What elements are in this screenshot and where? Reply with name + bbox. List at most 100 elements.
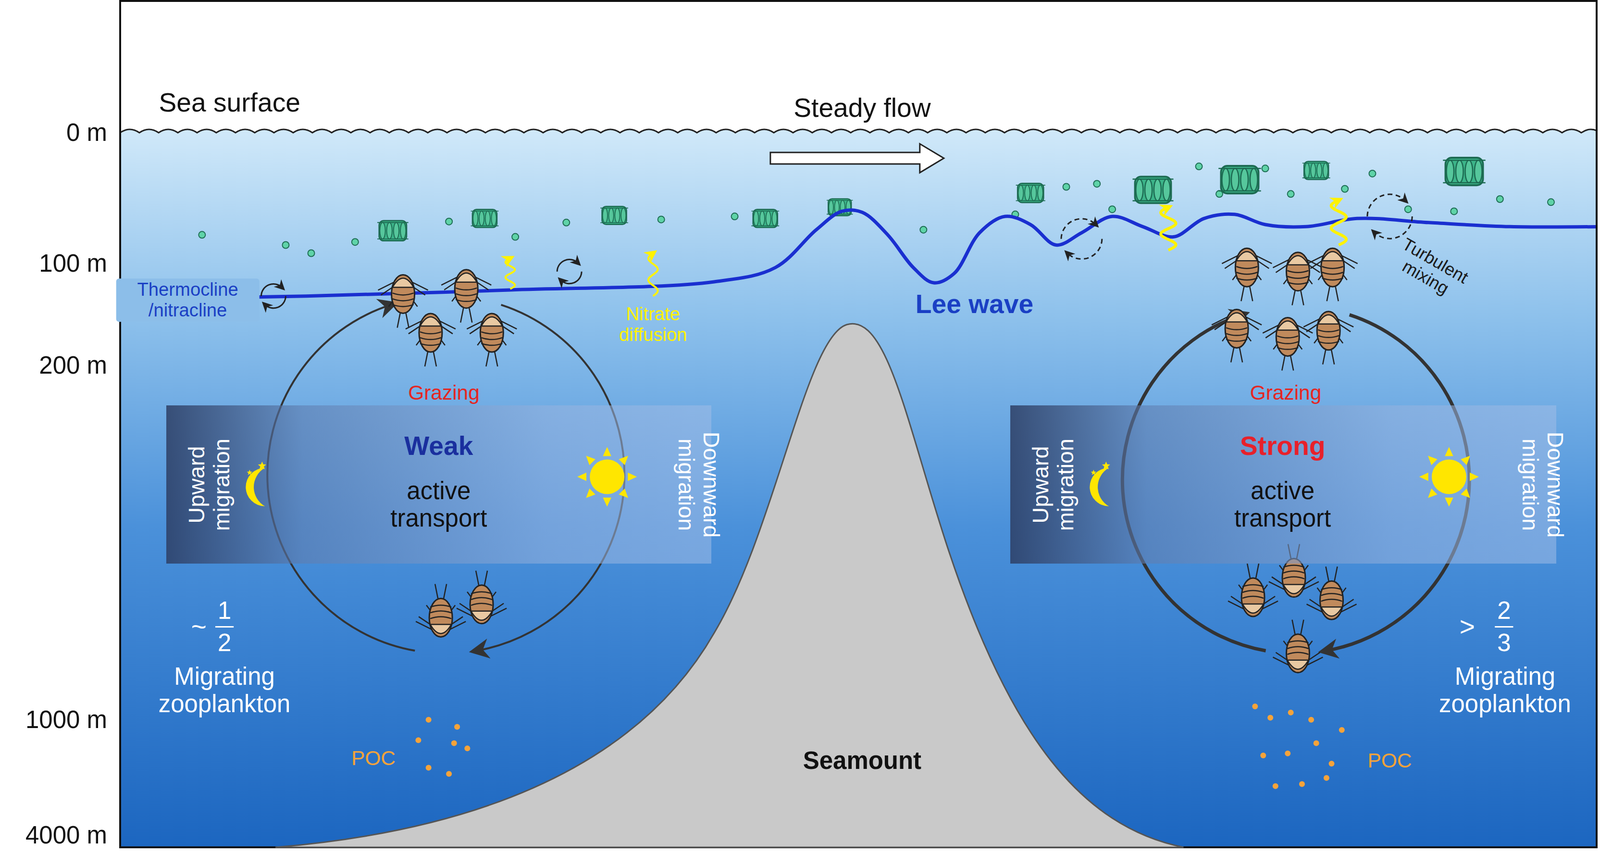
- flow-label: Steady flow: [793, 93, 931, 124]
- sun-ray: [577, 472, 587, 481]
- poc-label: POC: [1367, 748, 1413, 772]
- nutrient-dot: [919, 226, 927, 234]
- poc-particle: [1313, 740, 1320, 746]
- nutrient-dot: [1262, 164, 1269, 172]
- poc-particle: [1288, 709, 1294, 716]
- poc-particle: [1284, 750, 1291, 757]
- diatom-chain: [1132, 176, 1174, 203]
- migration-label: Upward migration: [1028, 428, 1079, 542]
- poc-particle: [1272, 782, 1279, 789]
- sun-ray: [1444, 497, 1453, 507]
- depth-label: 1000 m: [25, 705, 108, 733]
- grazing-label: Grazing: [408, 381, 480, 405]
- fraction-bar: [1494, 625, 1514, 628]
- poc-particle: [464, 744, 471, 751]
- migration-label: Upward migration: [184, 428, 235, 542]
- nutrient-dot: [562, 219, 570, 226]
- depth-label: 0 m: [66, 118, 108, 147]
- mixing-swirl: [1061, 218, 1103, 260]
- mixing-swirl: [1367, 194, 1413, 239]
- sun: [577, 446, 637, 507]
- depth-label: 100 m: [38, 249, 108, 277]
- nitrate-squiggle: [648, 253, 658, 297]
- sun-ray: [618, 455, 629, 466]
- poc-particle: [1339, 726, 1345, 733]
- copepod: [415, 583, 466, 637]
- poc-label: POC: [351, 746, 396, 770]
- poc-particle: [451, 740, 458, 746]
- poc-particle: [425, 716, 432, 723]
- flow-arrow: [770, 143, 944, 173]
- copepod: [441, 269, 492, 323]
- star: [258, 461, 267, 470]
- thermocline-label: Thermocline /nitracline: [115, 278, 260, 322]
- sun-ray: [1460, 488, 1471, 498]
- greater-sign: >: [1459, 611, 1476, 642]
- nutrient-dot: [1496, 195, 1504, 203]
- diatom-chain: [471, 209, 499, 228]
- nitrate-squiggle: [1160, 207, 1176, 250]
- nitrate-squiggle: [505, 258, 516, 289]
- thermocline-line: [120, 210, 1597, 299]
- fraction-number: 2: [1497, 596, 1511, 624]
- depth-label: 200 m: [38, 351, 108, 380]
- nutrient-dot: [731, 212, 739, 220]
- copepod: [405, 313, 456, 367]
- sun-ray: [602, 497, 611, 507]
- poc-particle: [1299, 780, 1305, 787]
- moon: [245, 467, 265, 507]
- fraction-number: 2: [217, 629, 232, 657]
- depth-label: 4000 m: [25, 820, 108, 849]
- poc-particle: [415, 736, 422, 743]
- copepod: [1306, 566, 1357, 620]
- migration-label: Downward migration: [1517, 428, 1569, 542]
- nutrient-dot: [1404, 205, 1412, 213]
- nutrient-dot: [198, 231, 206, 238]
- nutrient-dot: [1063, 183, 1070, 191]
- fraction-number: 1: [217, 596, 232, 624]
- sun-ray: [1427, 488, 1438, 498]
- copepod: [1227, 563, 1278, 617]
- sun-ray: [1419, 472, 1429, 481]
- nutrient-dot: [282, 241, 289, 249]
- transport-band: Upward migrationStrongactive transportDo…: [1010, 405, 1557, 564]
- nutrient-dot: [1341, 185, 1349, 193]
- mixing-swirl: [557, 259, 582, 284]
- poc-particle: [1267, 714, 1274, 720]
- poc-particle: [425, 764, 432, 770]
- sun: [1419, 446, 1479, 507]
- nutrient-dot: [511, 233, 519, 241]
- transport-band: Upward migrationWeakactive transportDown…: [166, 405, 712, 564]
- star: [1102, 461, 1111, 470]
- transport-label: active transport: [367, 476, 510, 532]
- seamount-outline: [275, 323, 1184, 847]
- star: [247, 469, 253, 475]
- sea-surface-waves: [120, 129, 1597, 133]
- diatom-chain: [1302, 161, 1331, 180]
- nutrient-dot: [308, 249, 315, 257]
- copepod: [1272, 619, 1323, 673]
- fraction-bar: [215, 625, 234, 628]
- copepod: [1307, 248, 1358, 301]
- sun-ray: [1427, 455, 1438, 466]
- copepod: [1221, 248, 1272, 301]
- mixing-swirl: [260, 284, 286, 309]
- fraction-number: 3: [1497, 629, 1511, 657]
- copepod: [1211, 309, 1262, 363]
- transport-strength: Weak: [336, 431, 542, 461]
- poc-particle: [446, 770, 452, 777]
- migration-label: Downward migration: [673, 428, 725, 542]
- sea-water: [120, 129, 1597, 847]
- sun-ray: [1444, 446, 1453, 456]
- frame: [120, 0, 1597, 847]
- nitrate-squiggle: [1331, 199, 1347, 245]
- sun-ray: [1469, 472, 1479, 481]
- sun-ray: [585, 488, 596, 498]
- diatom-chain: [1442, 157, 1486, 186]
- sun-disc: [589, 458, 625, 494]
- sun-disc: [1431, 458, 1467, 494]
- sun-ray: [618, 488, 629, 498]
- copepod: [1303, 311, 1354, 365]
- nutrient-dot: [1547, 198, 1555, 206]
- poc-particle: [454, 723, 460, 730]
